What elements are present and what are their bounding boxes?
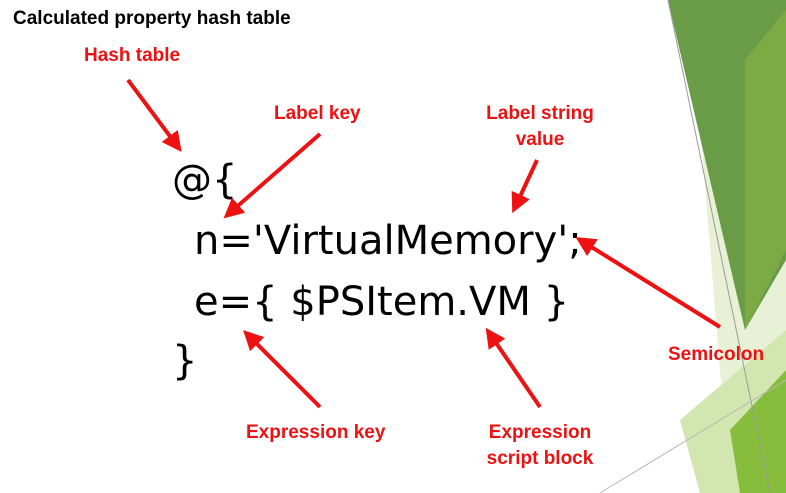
decor-bright-lower-facet bbox=[730, 370, 786, 493]
annotation-expression-script-block: Expression script block bbox=[478, 420, 602, 472]
code-line-close-hash: } bbox=[172, 338, 198, 384]
arrow-expression-key bbox=[243, 330, 322, 409]
annotation-semicolon: Semicolon bbox=[668, 344, 765, 365]
code-line-label: n='VirtualMemory'; bbox=[194, 218, 582, 264]
arrow-expression-script-block bbox=[485, 327, 542, 409]
annotation-label-key: Label key bbox=[274, 103, 361, 124]
code-line-open-hash: @{ bbox=[172, 157, 238, 203]
arrow-label-key bbox=[223, 132, 322, 219]
annotation-label-string-value-line2: value bbox=[515, 129, 565, 150]
annotation-expression-key: Expression key bbox=[246, 422, 386, 443]
annotation-expression-script-block-line1: Expression bbox=[488, 422, 592, 443]
decor-thin-line-1 bbox=[667, 0, 771, 493]
arrow-semicolon bbox=[575, 237, 722, 329]
arrow-hash-table bbox=[126, 78, 182, 152]
arrow-label-string-value bbox=[511, 159, 539, 214]
annotation-hash-table: Hash table bbox=[84, 45, 181, 66]
page-title: Calculated property hash table bbox=[13, 8, 291, 29]
annotation-expression-script-block-line2: script block bbox=[486, 448, 594, 469]
code-line-expression: e={ $PSItem.VM } bbox=[194, 279, 570, 325]
decor-mid-facet bbox=[745, 10, 786, 330]
decor-thin-line-2 bbox=[599, 379, 786, 493]
annotation-label-string-value: Label string value bbox=[478, 101, 602, 153]
annotation-label-string-value-line1: Label string bbox=[486, 103, 594, 124]
